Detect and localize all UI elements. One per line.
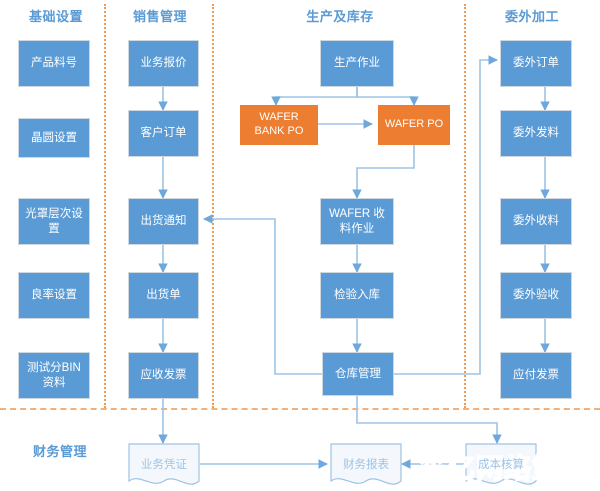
lane-divider-finance: [0, 408, 600, 410]
document-shape-icon: [465, 443, 537, 485]
node-production-job[interactable]: 生产作业: [320, 40, 394, 87]
lane-title-outsourcing: 委外加工: [504, 9, 559, 24]
node-label: 业务凭证: [141, 459, 187, 471]
node-yield-setup[interactable]: 良率设置: [18, 272, 90, 319]
node-cost-accounting[interactable]: 成本核算: [465, 443, 537, 491]
lane-divider-2: [212, 4, 214, 408]
lane-divider-1: [104, 4, 106, 408]
watermark-text: 笙亿网络策划: [419, 453, 588, 485]
node-customer-order[interactable]: 客户订单: [128, 110, 199, 157]
node-inspect-instock[interactable]: 检验入库: [320, 272, 394, 319]
node-wafer-setup[interactable]: 晶圆设置: [18, 118, 90, 158]
document-shape-icon: [330, 443, 402, 485]
node-test-bin-data[interactable]: 测试分BIN资料: [18, 352, 90, 399]
node-mask-layer-setup[interactable]: 光罩层次设置: [18, 198, 90, 245]
document-shape-icon: [128, 443, 200, 485]
node-product-part-no[interactable]: 产品料号: [18, 40, 90, 87]
node-label: 成本核算: [478, 459, 524, 471]
node-business-quote[interactable]: 业务报价: [128, 40, 199, 87]
node-receivable-invoice[interactable]: 应收发票: [128, 352, 199, 399]
node-wafer-bank-po[interactable]: WAFER BANK PO: [240, 105, 318, 145]
node-shipping-notice[interactable]: 出货通知: [128, 198, 199, 245]
node-business-voucher[interactable]: 业务凭证: [128, 443, 200, 491]
lane-divider-3: [464, 4, 466, 408]
node-outsource-issue[interactable]: 委外发料: [500, 110, 572, 157]
node-outsource-receive[interactable]: 委外收料: [500, 198, 572, 245]
node-outsource-order[interactable]: 委外订单: [500, 40, 572, 87]
node-outsource-accept[interactable]: 委外验收: [500, 272, 572, 319]
node-wafer-po[interactable]: WAFER PO: [378, 105, 450, 145]
node-warehouse-mgmt[interactable]: 仓库管理: [322, 352, 394, 396]
node-shipping-order[interactable]: 出货单: [128, 272, 199, 319]
lane-title-production: 生产及库存: [306, 9, 374, 24]
lane-title-basic: 基础设置: [28, 9, 83, 24]
node-payable-invoice[interactable]: 应付发票: [500, 352, 572, 399]
node-wafer-receiving[interactable]: WAFER 收料作业: [320, 198, 394, 245]
lane-title-sales: 销售管理: [132, 9, 187, 24]
lane-title-finance: 财务管理: [32, 444, 87, 459]
node-label: 财务报表: [343, 459, 389, 471]
node-financial-report[interactable]: 财务报表: [330, 443, 402, 491]
